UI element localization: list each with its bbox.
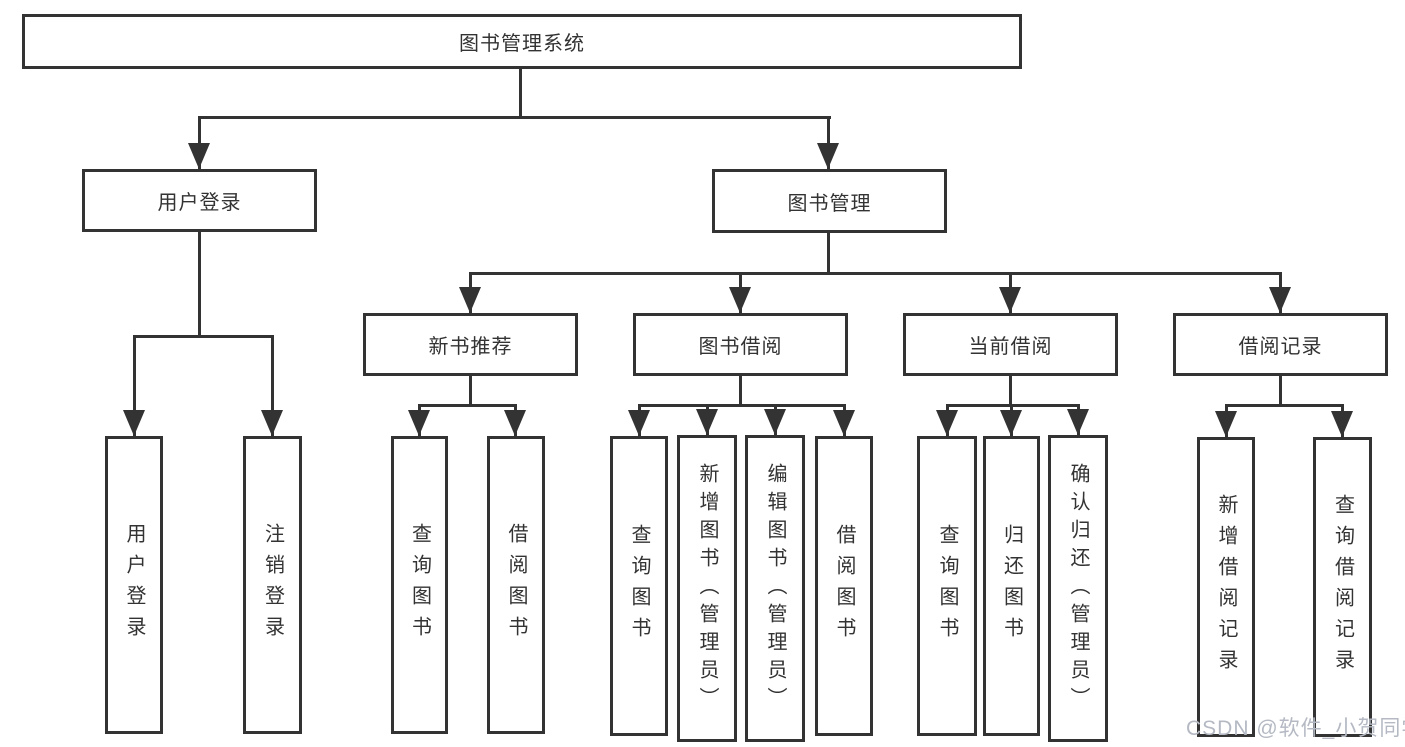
arrowhead-cb-confirm-icon xyxy=(1067,409,1089,435)
arrowhead-nb-borrow-icon xyxy=(504,410,526,436)
arrowhead-bb-query-icon xyxy=(628,410,650,436)
arrowhead-br-query-icon xyxy=(1331,411,1353,437)
leaf-cb-confirm-return-admin: 确认归还（管理员） xyxy=(1048,435,1108,742)
node-book-borrow-label: 图书借阅 xyxy=(698,336,783,358)
connector-borrowing-hline xyxy=(638,404,846,407)
node-borrow-records: 借阅记录 xyxy=(1173,313,1388,376)
arrowhead-borrow-records-icon xyxy=(1269,287,1291,313)
connector-level3-hline xyxy=(469,272,1282,275)
leaf-nb-query-books-label: 查询图书 xyxy=(408,523,431,647)
node-current-borrow: 当前借阅 xyxy=(903,313,1118,376)
leaf-bb-add-books-admin-label: 新增图书（管理员） xyxy=(696,462,718,715)
leaf-login-label: 用户登录 xyxy=(123,523,145,647)
arrowhead-new-book-recommend-icon xyxy=(459,287,481,313)
arrowhead-nb-query-icon xyxy=(408,410,430,436)
leaf-bb-borrow-books: 借阅图书 xyxy=(815,436,873,736)
leaf-br-query-record-label: 查询借阅记录 xyxy=(1331,494,1354,680)
arrowhead-bb-borrow-icon xyxy=(833,410,855,436)
leaf-nb-query-books: 查询图书 xyxy=(391,436,448,734)
connector-current-hline xyxy=(946,404,1080,407)
connector-userlogin-stem xyxy=(198,230,201,337)
leaf-br-add-record-label: 新增借阅记录 xyxy=(1215,494,1237,680)
node-book-borrow: 图书借阅 xyxy=(633,313,848,376)
leaf-cb-confirm-return-admin-label: 确认归还（管理员） xyxy=(1067,462,1089,715)
leaf-nb-borrow-books: 借阅图书 xyxy=(487,436,545,734)
leaf-logout-label: 注销登录 xyxy=(261,523,284,647)
watermark: CSDN @软件_小贺同学 xyxy=(1186,717,1405,740)
node-new-book-recommend: 新书推荐 xyxy=(363,313,578,376)
connector-newbooks-hline xyxy=(418,404,517,407)
node-new-book-recommend-label: 新书推荐 xyxy=(428,336,513,358)
arrowhead-bb-add-icon xyxy=(696,409,718,435)
connector-records-stem xyxy=(1279,374,1282,407)
arrowhead-bb-edit-icon xyxy=(764,409,786,435)
leaf-br-add-record: 新增借阅记录 xyxy=(1197,437,1255,737)
arrowhead-cb-query-icon xyxy=(936,410,958,436)
leaf-bb-borrow-books-label: 借阅图书 xyxy=(833,524,855,648)
connector-records-hline xyxy=(1225,404,1344,407)
connector-root-stem xyxy=(519,67,522,117)
connector-drop-book-management xyxy=(827,116,830,169)
node-root-label: 图书管理系统 xyxy=(459,33,585,55)
arrowhead-user-login-icon xyxy=(188,143,210,169)
connector-level2-hline xyxy=(198,116,831,119)
connector-current-stem xyxy=(1009,374,1012,407)
arrowhead-book-borrow-icon xyxy=(729,287,751,313)
leaf-cb-return-books-label: 归还图书 xyxy=(1000,524,1023,648)
leaf-bb-add-books-admin: 新增图书（管理员） xyxy=(677,435,737,742)
arrowhead-current-borrow-icon xyxy=(999,287,1021,313)
arrowhead-br-add-icon xyxy=(1215,411,1237,437)
leaf-login: 用户登录 xyxy=(105,436,163,734)
arrowhead-book-management-icon xyxy=(817,143,839,169)
leaf-logout: 注销登录 xyxy=(243,436,302,734)
leaf-nb-borrow-books-label: 借阅图书 xyxy=(505,523,527,647)
connector-bookmgmt-stem xyxy=(827,231,830,275)
leaf-cb-query-books: 查询图书 xyxy=(917,436,977,736)
connector-drop-user-login xyxy=(198,116,201,169)
node-borrow-records-label: 借阅记录 xyxy=(1238,336,1323,358)
node-user-login: 用户登录 xyxy=(82,169,317,232)
arrowhead-logout-icon xyxy=(261,410,283,436)
node-current-borrow-label: 当前借阅 xyxy=(968,336,1053,358)
arrowhead-cb-return-icon xyxy=(1000,410,1022,436)
connector-drop-login xyxy=(133,335,136,436)
leaf-cb-query-books-label: 查询图书 xyxy=(936,524,958,648)
leaf-bb-edit-books-admin-label: 编辑图书（管理员） xyxy=(764,462,786,715)
arrowhead-login-icon xyxy=(123,410,145,436)
leaf-bb-query-books: 查询图书 xyxy=(610,436,668,736)
node-user-login-label: 用户登录 xyxy=(157,192,242,214)
connector-userlogin-hline xyxy=(133,335,274,338)
connector-drop-logout xyxy=(271,335,274,436)
node-book-management-label: 图书管理 xyxy=(787,192,872,215)
leaf-br-query-record: 查询借阅记录 xyxy=(1313,437,1372,737)
connector-newbooks-stem xyxy=(469,374,472,407)
node-root: 图书管理系统 xyxy=(22,14,1022,69)
connector-borrowing-stem xyxy=(739,374,742,407)
node-book-management: 图书管理 xyxy=(712,169,947,233)
leaf-bb-edit-books-admin: 编辑图书（管理员） xyxy=(745,435,805,742)
leaf-cb-return-books: 归还图书 xyxy=(983,436,1040,736)
leaf-bb-query-books-label: 查询图书 xyxy=(628,524,650,648)
